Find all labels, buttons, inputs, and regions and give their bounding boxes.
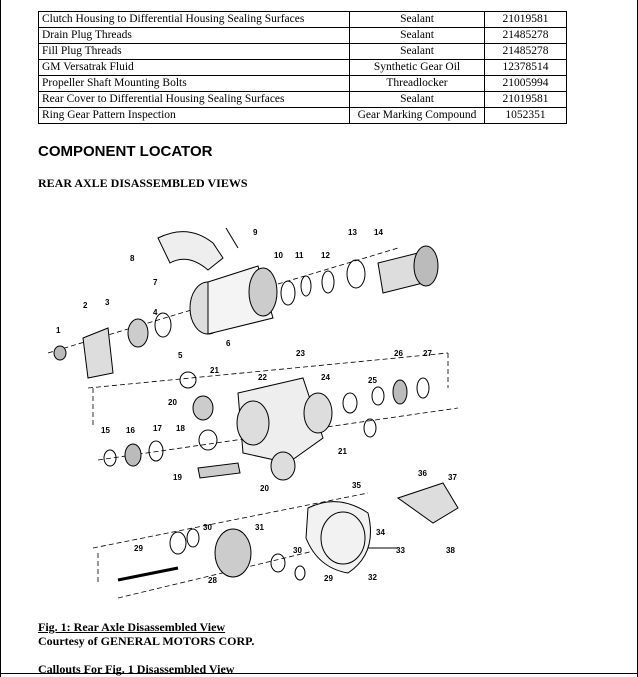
part-number-cell: 21005994 <box>484 75 567 92</box>
type-cell: Sealant <box>349 27 485 44</box>
table-row: Clutch Housing to Differential Housing S… <box>38 11 567 28</box>
callout-number: 5 <box>178 351 183 360</box>
callout-number: 6 <box>226 339 231 348</box>
section-title: COMPONENT LOCATOR <box>38 143 213 160</box>
part-number-cell: 12378514 <box>484 59 567 76</box>
callout-number: 26 <box>394 349 403 358</box>
callout-number: 19 <box>173 473 182 482</box>
heat-shield <box>157 231 224 271</box>
clutch-housing <box>189 265 278 335</box>
application-cell: Ring Gear Pattern Inspection <box>38 107 350 124</box>
callout-number: 24 <box>321 373 330 382</box>
callout-number: 22 <box>258 373 267 382</box>
application-cell: Drain Plug Threads <box>38 27 350 44</box>
gasket <box>197 462 241 479</box>
table-row: Rear Cover to Differential Housing Seali… <box>38 91 567 108</box>
callout-number: 37 <box>448 473 457 482</box>
application-cell: Clutch Housing to Differential Housing S… <box>38 11 350 28</box>
part-number-cell: 21019581 <box>484 11 567 28</box>
application-cell: Propeller Shaft Mounting Bolts <box>38 75 350 92</box>
rear-cover <box>305 501 371 574</box>
differential-carrier <box>117 528 306 582</box>
part-number-cell: 21485278 <box>484 27 567 44</box>
type-cell: Threadlocker <box>349 75 485 92</box>
callout-number: 9 <box>253 228 258 237</box>
type-cell: Sealant <box>349 11 485 28</box>
callout-number: 13 <box>348 228 357 237</box>
part-number-cell: 1052351 <box>484 107 567 124</box>
bottom-rule <box>0 673 638 674</box>
callout-number: 30 <box>293 546 302 555</box>
application-cell: GM Versatrak Fluid <box>38 59 350 76</box>
part-number-cell: 21019581 <box>484 91 567 108</box>
figure-courtesy: Courtesy of GENERAL MOTORS CORP. <box>38 634 255 648</box>
callout-number: 4 <box>153 308 158 317</box>
type-cell: Synthetic Gear Oil <box>349 59 485 76</box>
callout-number: 25 <box>368 376 377 385</box>
callout-number: 33 <box>396 546 405 555</box>
callout-number: 20 <box>168 398 177 407</box>
type-cell: Sealant <box>349 91 485 108</box>
callout-number: 15 <box>101 426 110 435</box>
callout-number: 3 <box>105 298 110 307</box>
subsection-title: REAR AXLE DISASSEMBLED VIEWS <box>38 176 248 190</box>
callout-number: 29 <box>134 544 143 553</box>
specification-table: Clutch Housing to Differential Housing S… <box>38 11 567 124</box>
callouts-heading: Callouts For Fig. 1 Disassembled View <box>38 662 235 676</box>
type-cell: Gear Marking Compound <box>349 107 485 124</box>
callout-number: 32 <box>368 573 377 582</box>
callout-number: 36 <box>418 469 427 478</box>
callout-number: 31 <box>255 523 264 532</box>
mount-bracket <box>396 482 459 524</box>
callout-number: 7 <box>153 278 158 287</box>
callout-number: 29 <box>324 574 333 583</box>
differential-housing <box>236 377 333 464</box>
callout-number: 16 <box>126 426 135 435</box>
application-cell: Fill Plug Threads <box>38 43 350 60</box>
callout-number: 35 <box>352 481 361 490</box>
callout-number: 30 <box>203 523 212 532</box>
callout-number: 21 <box>338 447 347 456</box>
page-border-left <box>0 0 1 677</box>
callout-number: 1 <box>56 326 61 335</box>
callout-number: 17 <box>153 424 162 433</box>
figure-label: Fig. 1: Rear Axle Disassembled View <box>38 620 226 634</box>
application-cell: Rear Cover to Differential Housing Seali… <box>38 91 350 108</box>
callout-number: 28 <box>208 576 217 585</box>
callout-number: 27 <box>423 349 432 358</box>
callout-number: 20 <box>260 484 269 493</box>
callout-number: 2 <box>83 301 88 310</box>
part-number-cell: 21485278 <box>484 43 567 60</box>
callout-number: 8 <box>130 254 135 263</box>
type-cell: Sealant <box>349 43 485 60</box>
pinion-flange <box>53 312 172 379</box>
callout-number: 34 <box>376 528 385 537</box>
callout-number: 38 <box>446 546 455 555</box>
callout-number: 23 <box>296 349 305 358</box>
callout-number: 10 <box>274 251 283 260</box>
callout-number: 18 <box>176 424 185 433</box>
callout-number: 12 <box>321 251 330 260</box>
callout-number: 11 <box>295 251 304 260</box>
callout-number: 14 <box>374 228 383 237</box>
callout-number: 21 <box>210 366 219 375</box>
